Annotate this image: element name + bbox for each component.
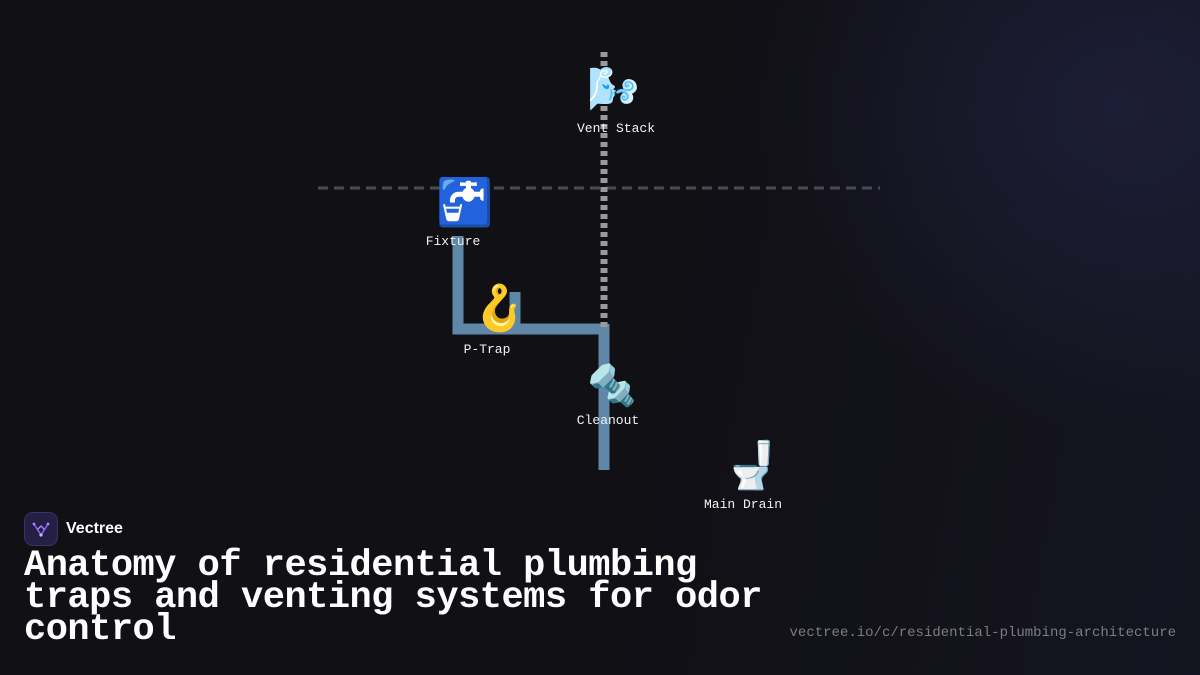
vectree-logo-icon [24,512,58,546]
main-drain-label: Main Drain [703,497,783,512]
drain-pipes [452,236,610,470]
hook-icon: 🪝 [472,283,527,334]
fixture-to-trap-pipe [452,236,521,335]
fixture-label: Fixture [425,234,481,249]
toilet-icon: 🚽 [723,438,781,492]
faucet-icon: 🚰 [436,175,494,229]
page-title: Anatomy of residential plumbing traps an… [24,545,762,651]
brand-name: Vectree [66,520,123,537]
vent-stack-label: Vent Stack [576,121,656,136]
wind-icon: 🌬️ [587,64,640,113]
brand: Vectree [24,512,123,546]
cleanout-label: Cleanout [576,413,640,428]
source-url: vectree.io/c/residential-plumbing-archit… [789,625,1176,641]
p-trap-label: P-Trap [463,342,511,357]
nut-and-bolt-icon: 🔩 [587,363,637,409]
